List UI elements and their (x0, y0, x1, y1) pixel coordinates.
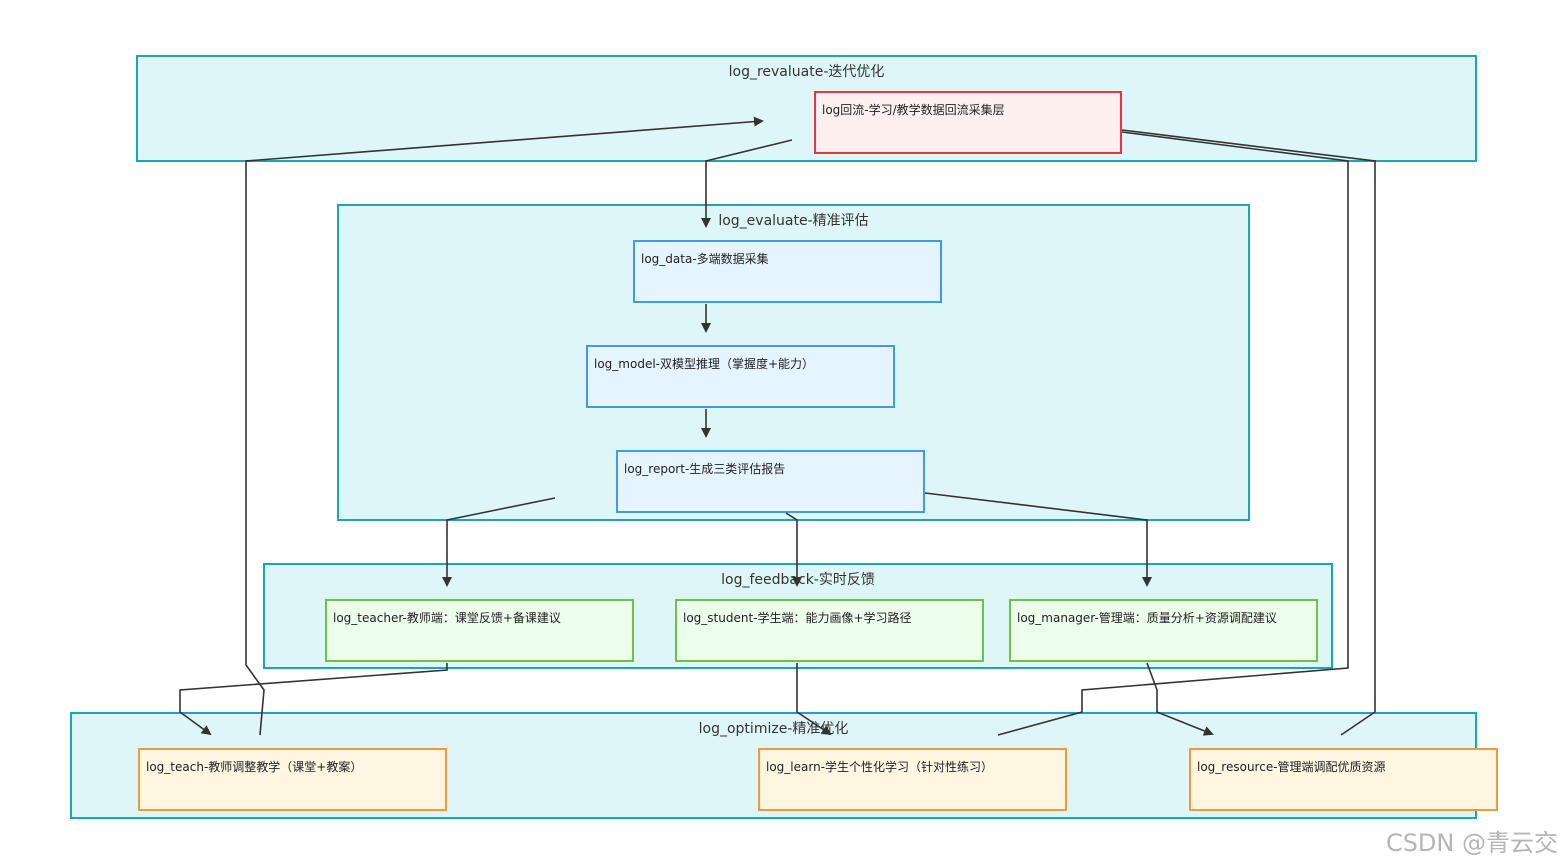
node-backflow[interactable]: log回流-学习/教学数据回流采集层 (814, 91, 1122, 154)
node-report[interactable]: log_report-生成三类评估报告 (616, 450, 925, 513)
group-feedback-title: log_feedback-实时反馈 (721, 572, 875, 588)
node-resource[interactable]: log_resource-管理端调配优质资源 (1189, 748, 1498, 811)
node-model[interactable]: log_model-双模型推理（掌握度+能力） (586, 345, 895, 408)
group-revaluate: log_revaluate-迭代优化 (136, 55, 1477, 162)
node-teach[interactable]: log_teach-教师调整教学（课堂+教案） (138, 748, 447, 811)
group-revaluate-title: log_revaluate-迭代优化 (728, 64, 885, 80)
group-evaluate-title: log_evaluate-精准评估 (718, 213, 869, 229)
node-student[interactable]: log_student-学生端：能力画像+学习路径 (675, 599, 984, 662)
node-teacher[interactable]: log_teacher-教师端：课堂反馈+备课建议 (325, 599, 634, 662)
group-optimize-title: log_optimize-精准优化 (698, 721, 849, 737)
node-learn[interactable]: log_learn-学生个性化学习（针对性练习） (758, 748, 1067, 811)
node-manager[interactable]: log_manager-管理端：质量分析+资源调配建议 (1009, 599, 1318, 662)
watermark: CSDN @青云交 (1385, 829, 1558, 857)
node-data[interactable]: log_data-多端数据采集 (633, 240, 942, 303)
